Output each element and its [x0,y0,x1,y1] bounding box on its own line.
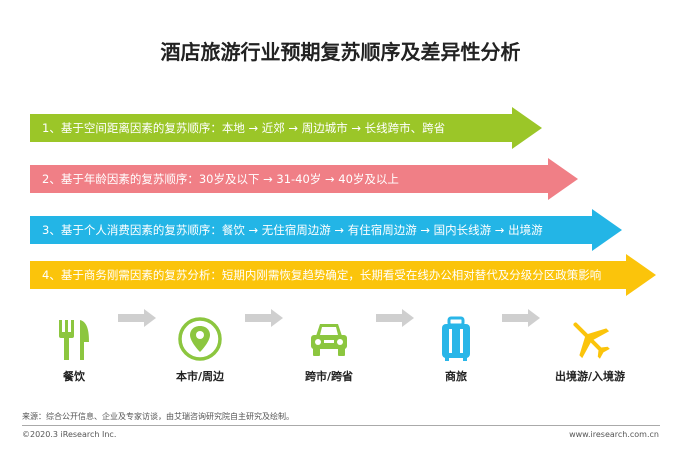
page-title: 酒店旅游行业预期复苏顺序及差异性分析 [160,40,521,64]
arrow-text: 1、基于空间距离因素的复苏顺序：本地 → 近郊 → 周边城市 → 长线跨市、跨省 [42,121,446,135]
arrow-shape [30,158,578,200]
arrow-shape [30,254,656,296]
category-dining: 餐饮 [24,316,124,384]
connector-arrow-icon [502,309,540,327]
arrow-business-demand: 4、基于商务刚需因素的复苏分析：短期内刚需恢复趋势确定，长期看受在线办公相对替代… [30,254,656,296]
arrow-age: 2、基于年龄因素的复苏顺序：30岁及以下 → 31-40岁 → 40岁及以上 [30,158,578,200]
icon-label: 出境游/入境游 [554,370,626,383]
icon-label: 跨市/跨省 [304,370,354,383]
connector-arrow-icon [118,309,156,327]
category-local: 本市/周边 [150,316,250,384]
arrow-fill [30,107,542,149]
location-pin-icon [178,317,222,361]
arrow-fill [30,254,656,296]
footer-divider [22,425,660,426]
arrow-fill [30,158,578,200]
copyright: ©2020.3 iResearch Inc. [22,430,117,439]
arrow-shape [30,107,542,149]
arrow-fill [30,209,622,251]
icon-label: 商旅 [445,370,467,383]
arrow-shape [30,209,622,251]
source-note: 来源：综合公开信息、企业及专家访谈，由艾瑞咨询研究院自主研究及绘制。 [22,412,294,421]
icon-label: 本市/周边 [175,370,225,383]
luggage-icon [442,316,470,361]
icon-label: 餐饮 [63,370,85,383]
website-link[interactable]: www.iresearch.com.cn [569,430,659,439]
cutlery-icon [59,320,89,360]
category-business-travel: 商旅 [406,316,506,384]
airplane-icon [573,322,610,359]
category-outbound-inbound: 出境游/入境游 [540,316,640,384]
car-icon [311,324,347,356]
connector-arrow-icon [245,309,283,327]
connector-arrow-icon [376,309,414,327]
category-cross-city: 跨市/跨省 [279,316,379,384]
arrow-text: 3、基于个人消费因素的复苏顺序：餐饮 → 无住宿周边游 → 有住宿周边游 → 国… [42,223,543,237]
arrow-text: 4、基于商务刚需因素的复苏分析：短期内刚需恢复趋势确定，长期看受在线办公相对替代… [42,268,602,282]
arrow-personal-consumption: 3、基于个人消费因素的复苏顺序：餐饮 → 无住宿周边游 → 有住宿周边游 → 国… [30,209,622,251]
arrow-text: 2、基于年龄因素的复苏顺序：30岁及以下 → 31-40岁 → 40岁及以上 [42,172,399,186]
arrow-spatial-distance: 1、基于空间距离因素的复苏顺序：本地 → 近郊 → 周边城市 → 长线跨市、跨省 [30,107,542,149]
